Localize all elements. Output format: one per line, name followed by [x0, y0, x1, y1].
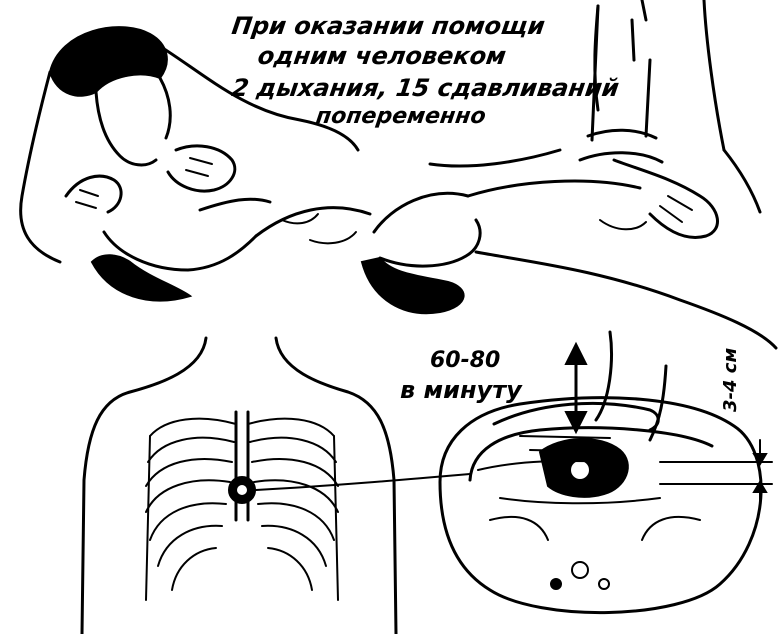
compression-rate-value: 60-80: [430, 350, 500, 372]
caption-line-3: 2 дыхания, 15 сдавливаний: [230, 76, 620, 100]
torso-ribcage-diagram: [82, 338, 396, 634]
compression-rate-unit: в минуту: [400, 378, 522, 402]
compression-depth-label: 3-4 см: [722, 348, 740, 412]
patient-head-left: [92, 199, 370, 300]
chest-cross-section: [440, 332, 761, 613]
rescuer-arms-compressing: [580, 0, 760, 237]
compression-direction-arrow: [566, 344, 586, 432]
caption-line-2: одним человеком: [256, 44, 507, 68]
caption-line-1: При оказании помощи: [230, 14, 546, 38]
patient-right: [362, 150, 776, 348]
caption-line-4: попеременно: [314, 106, 487, 128]
